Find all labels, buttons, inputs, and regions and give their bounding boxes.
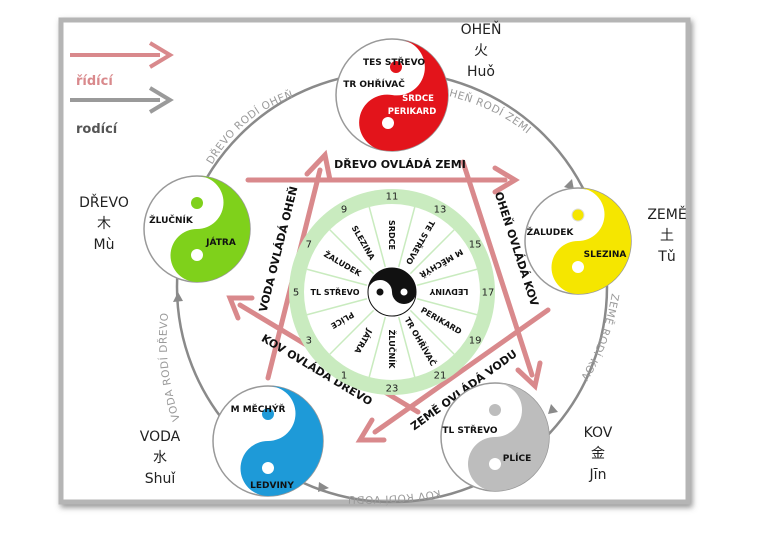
wood-name: DŘEVO — [79, 194, 129, 211]
organ-clock-divider — [306, 298, 368, 316]
element-wood: ŽLUČNÍK JÁTRA — [143, 175, 251, 283]
water-name-block: VODA 水 Shuǐ — [140, 429, 181, 487]
element-water: M MĚCHÝŘ LEDVINY — [212, 385, 324, 497]
water-organ-kidneys: LEDVINY — [250, 481, 294, 491]
water-organ-bladder: M MĚCHÝŘ — [231, 403, 286, 415]
organ-clock-divider — [368, 316, 386, 378]
organ-clock-hour: 9 — [341, 204, 347, 215]
organ-clock-organ: TL STŘEVO — [310, 286, 359, 297]
earth-pinyin: Tǔ — [657, 249, 675, 265]
arrow-fire-controls-metal — [460, 159, 535, 378]
metal-hanzi: 金 — [591, 446, 605, 462]
metal-organ-lungs: PLÍCE — [503, 452, 531, 464]
organ-clock-hour: 11 — [386, 192, 399, 203]
fire-hanzi: 火 — [474, 43, 488, 59]
organ-clock-hour: 21 — [434, 371, 447, 382]
element-fire: TES STŘEVO TR OHŘÍVAČ SRDCE PERIKARD — [335, 38, 449, 152]
organ-clock-hour: 13 — [434, 204, 447, 215]
organ-clock-divider — [409, 229, 455, 275]
organ-clock-divider — [329, 309, 375, 355]
arrow-earth-controls-water — [372, 307, 551, 435]
wood-organ-gallbladder: ŽLUČNÍK — [149, 214, 194, 226]
metal-name-block: KOV 金 Jīn — [584, 425, 613, 483]
organ-clock-hour: 15 — [469, 240, 482, 251]
earth-name: ZEMĚ — [647, 206, 686, 223]
earth-organ-spleen: SLEZINA — [584, 250, 627, 260]
legend-generating-label: rodící — [76, 122, 119, 137]
element-earth: ŽALUDEK SLEZINA — [524, 187, 632, 295]
organ-clock-divider — [398, 316, 416, 378]
organ-clock-divider — [329, 229, 375, 275]
element-metal: TL STŘEVO PLÍCE — [440, 382, 550, 492]
organ-clock-organ: SRDCE — [387, 220, 396, 250]
wood-pinyin: Mù — [94, 237, 115, 253]
organ-clock-divider — [398, 206, 416, 268]
organ-clock-organ: ŽLUČNÍK — [387, 330, 398, 370]
fire-organ-triple-heater: TR OHŘÍVAČ — [343, 78, 405, 90]
water-name: VODA — [140, 429, 181, 445]
organ-clock-hour: 3 — [306, 336, 312, 347]
earth-organ-stomach: ŽALUDEK — [527, 226, 575, 238]
fire-pinyin: Huǒ — [467, 64, 495, 80]
organ-clock-hour: 1 — [341, 371, 347, 382]
organ-clock-divider — [368, 206, 386, 268]
wood-hanzi: 木 — [97, 216, 111, 232]
organ-clock-divider — [409, 309, 455, 355]
organ-clock-hour: 19 — [469, 336, 482, 347]
earth-name-block: ZEMĚ 土 Tǔ — [647, 206, 686, 265]
earth-hanzi: 土 — [660, 228, 674, 244]
legend-controlling-label: řídící — [76, 74, 114, 89]
fire-name-block: OHEŇ 火 Huǒ — [461, 21, 502, 80]
wood-name-block: DŘEVO 木 Mù — [79, 194, 129, 253]
fire-name: OHEŇ — [461, 21, 502, 38]
organ-clock-divider — [306, 268, 368, 286]
label-wood-controls-earth: DŘEVO OVLÁDÁ ZEMI — [334, 158, 466, 171]
organ-clock-hour: 7 — [306, 240, 312, 251]
metal-organ-large-intestine: TL STŘEVO — [442, 424, 498, 436]
fire-organ-pericardium: PERIKARD — [388, 107, 437, 117]
organ-clock-organ: LEDVINY — [429, 287, 468, 296]
legend: řídící rodící — [70, 41, 174, 137]
organ-clock-divider — [416, 298, 478, 316]
fire-organ-small-intestine: TES STŘEVO — [363, 56, 425, 68]
organ-clock-hour: 23 — [386, 384, 399, 395]
fire-organ-heart: SRDCE — [402, 94, 434, 104]
metal-name: KOV — [584, 425, 613, 441]
wood-organ-liver: JÁTRA — [205, 236, 236, 248]
water-pinyin: Shuǐ — [145, 471, 177, 487]
water-hanzi: 水 — [153, 450, 167, 466]
organ-clock-hour: 5 — [293, 288, 299, 299]
organ-clock-divider — [416, 268, 478, 286]
organ-clock-hour: 17 — [482, 288, 495, 299]
metal-pinyin: Jīn — [589, 467, 607, 483]
center-yin-yang-icon — [367, 267, 417, 317]
